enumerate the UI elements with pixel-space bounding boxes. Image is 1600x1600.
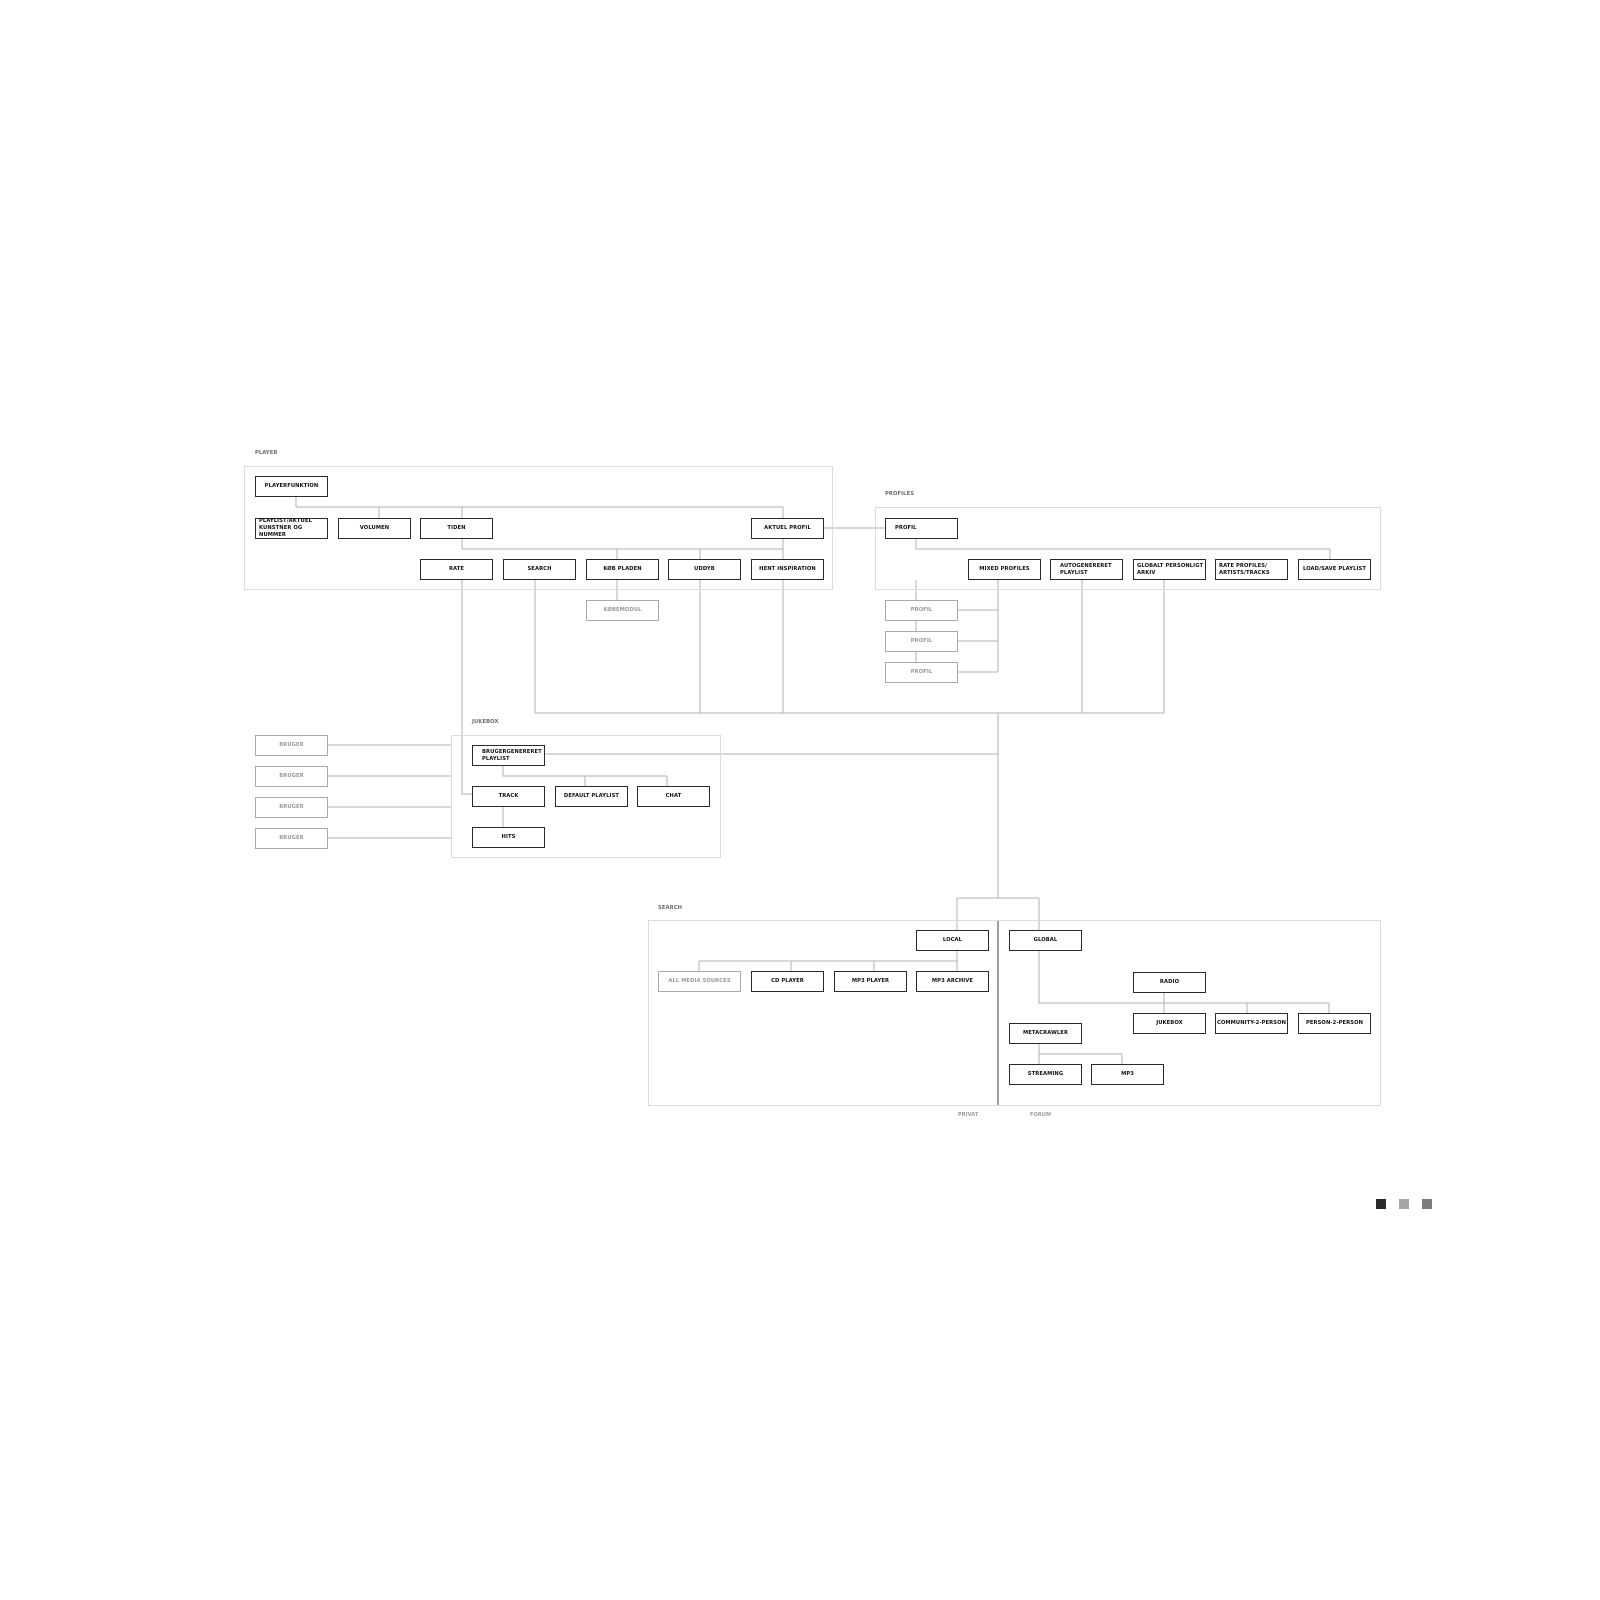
color-swatch-medium xyxy=(1422,1199,1432,1209)
node-mp3-archive[interactable]: MP3 ARCHIVE xyxy=(916,971,989,992)
node-label: AUTOGENERERET PLAYLIST xyxy=(1060,562,1112,576)
node-global[interactable]: GLOBAL xyxy=(1009,930,1082,951)
node-search[interactable]: SEARCH xyxy=(503,559,576,580)
node-person-2-person[interactable]: PERSON-2-PERSON xyxy=(1298,1013,1371,1034)
node-radio[interactable]: RADIO xyxy=(1133,972,1206,993)
node-label: RATE xyxy=(448,566,465,572)
node-label: PLAYLIST/AKTUEL KUNSTNER OG NUMMER xyxy=(259,518,312,538)
node-label: UDDYB xyxy=(694,566,715,572)
node-rate-profiles[interactable]: RATE PROFILES/ ARTISTS/TRACKS xyxy=(1215,559,1288,580)
node-label: RATE PROFILES/ ARTISTS/TRACKS xyxy=(1219,562,1270,576)
node-bruger-2[interactable]: BRUGER xyxy=(255,766,328,787)
color-swatch-light xyxy=(1399,1199,1409,1209)
node-label: JUKEBOX xyxy=(1156,1020,1183,1026)
node-globalt-personligt-arkiv[interactable]: GLOBALT PERSONLIGT ARKIV xyxy=(1133,559,1206,580)
group-label-jukebox: JUKEBOX xyxy=(472,719,499,725)
color-swatch-dark xyxy=(1376,1199,1386,1209)
node-brugergenereret-playlist[interactable]: BRUGERGENERERET PLAYLIST xyxy=(472,745,545,766)
group-search xyxy=(648,920,1381,1106)
node-mp3[interactable]: MP3 xyxy=(1091,1064,1164,1085)
node-all-media-sources[interactable]: ALL MEDIA SOURCES xyxy=(658,971,741,992)
node-autogenereret-playlist[interactable]: AUTOGENERERET PLAYLIST xyxy=(1050,559,1123,580)
node-label: PERSON-2-PERSON xyxy=(1305,1020,1364,1026)
node-label: HITS xyxy=(501,834,516,840)
node-hits[interactable]: HITS xyxy=(472,827,545,848)
node-profil-2[interactable]: PROFIL xyxy=(885,631,958,652)
node-label: CD PLAYER xyxy=(771,978,804,984)
node-hent-inspiration[interactable]: HENT INSPIRATION xyxy=(751,559,824,580)
node-tiden[interactable]: TIDEN xyxy=(420,518,493,539)
node-label: LOCAL xyxy=(942,937,963,943)
label-forum: FORUM xyxy=(1030,1112,1052,1118)
node-kobemodul[interactable]: KØBEMODUL xyxy=(586,600,659,621)
node-label: BRUGER xyxy=(279,804,304,810)
node-label: BRUGER xyxy=(279,835,304,841)
node-playerfunktion[interactable]: PLAYERFUNKTION xyxy=(255,476,328,497)
group-player xyxy=(244,466,833,590)
node-label: MP3 ARCHIVE xyxy=(931,978,974,984)
node-label: AKTUEL PROFIL xyxy=(764,525,811,531)
node-cd-player[interactable]: CD PLAYER xyxy=(751,971,824,992)
node-label: BRUGER xyxy=(279,773,304,779)
node-label: PLAYERFUNKTION xyxy=(264,483,319,489)
node-default-playlist[interactable]: DEFAULT PLAYLIST xyxy=(555,786,628,807)
node-profil-1[interactable]: PROFIL xyxy=(885,600,958,621)
node-label: DEFAULT PLAYLIST xyxy=(563,793,620,799)
node-label: STREAMING xyxy=(1027,1071,1064,1077)
node-label: PROFIL xyxy=(910,607,933,613)
node-kob-pladen[interactable]: KØB PLADEN xyxy=(586,559,659,580)
node-load-save-playlist[interactable]: LOAD/SAVE PLAYLIST xyxy=(1298,559,1371,580)
node-label: PROFIL xyxy=(895,525,917,531)
node-track[interactable]: TRACK xyxy=(472,786,545,807)
group-label-search: SEARCH xyxy=(658,905,683,911)
node-label: MP3 xyxy=(1121,1071,1134,1077)
node-label: PROFIL xyxy=(910,638,933,644)
group-jukebox xyxy=(451,735,721,858)
group-profiles xyxy=(875,507,1381,590)
group-label-profiles: PROFILES xyxy=(885,491,915,497)
node-label: ALL MEDIA SOURCES xyxy=(668,978,731,984)
node-label: GLOBAL xyxy=(1033,937,1058,943)
node-playlist-aktuel[interactable]: PLAYLIST/AKTUEL KUNSTNER OG NUMMER xyxy=(255,518,328,539)
node-local[interactable]: LOCAL xyxy=(916,930,989,951)
node-label: PROFIL xyxy=(910,669,933,675)
node-label: TRACK xyxy=(498,793,519,799)
node-chat[interactable]: CHAT xyxy=(637,786,710,807)
node-aktuel-profil[interactable]: AKTUEL PROFIL xyxy=(751,518,824,539)
node-label: LOAD/SAVE PLAYLIST xyxy=(1302,566,1367,572)
node-uddyb[interactable]: UDDYB xyxy=(668,559,741,580)
node-streaming[interactable]: STREAMING xyxy=(1009,1064,1082,1085)
node-label: CHAT xyxy=(665,793,682,799)
node-community-2-person[interactable]: COMMUNITY-2-PERSON xyxy=(1215,1013,1288,1034)
node-mp3-player[interactable]: MP3 PLAYER xyxy=(834,971,907,992)
node-profil[interactable]: PROFIL xyxy=(885,518,958,539)
node-label: BRUGERGENERERET PLAYLIST xyxy=(482,748,542,762)
node-label: METACRAWLER xyxy=(1022,1030,1069,1036)
node-bruger-3[interactable]: BRUGER xyxy=(255,797,328,818)
node-label: TIDEN xyxy=(447,525,466,531)
node-label: MP3 PLAYER xyxy=(851,978,890,984)
node-bruger-1[interactable]: BRUGER xyxy=(255,735,328,756)
node-label: HENT INSPIRATION xyxy=(759,566,816,572)
node-label: MIXED PROFILES xyxy=(979,566,1030,572)
node-label: GLOBALT PERSONLIGT ARKIV xyxy=(1137,562,1204,576)
node-label: KØB PLADEN xyxy=(603,566,642,572)
group-label-player: PLAYER xyxy=(255,450,278,456)
node-jukebox[interactable]: JUKEBOX xyxy=(1133,1013,1206,1034)
node-bruger-4[interactable]: BRUGER xyxy=(255,828,328,849)
node-profil-3[interactable]: PROFIL xyxy=(885,662,958,683)
node-label: COMMUNITY-2-PERSON xyxy=(1216,1020,1287,1026)
node-label: SEARCH xyxy=(527,566,552,572)
node-label: BRUGER xyxy=(279,742,304,748)
node-rate[interactable]: RATE xyxy=(420,559,493,580)
node-mixed-profiles[interactable]: MIXED PROFILES xyxy=(968,559,1041,580)
node-label: RADIO xyxy=(1159,979,1180,985)
node-label: KØBEMODUL xyxy=(603,607,642,613)
node-metacrawler[interactable]: METACRAWLER xyxy=(1009,1023,1082,1044)
node-label: VOLUMEN xyxy=(359,525,390,531)
label-privat: PRIVAT xyxy=(958,1112,979,1118)
node-volumen[interactable]: VOLUMEN xyxy=(338,518,411,539)
